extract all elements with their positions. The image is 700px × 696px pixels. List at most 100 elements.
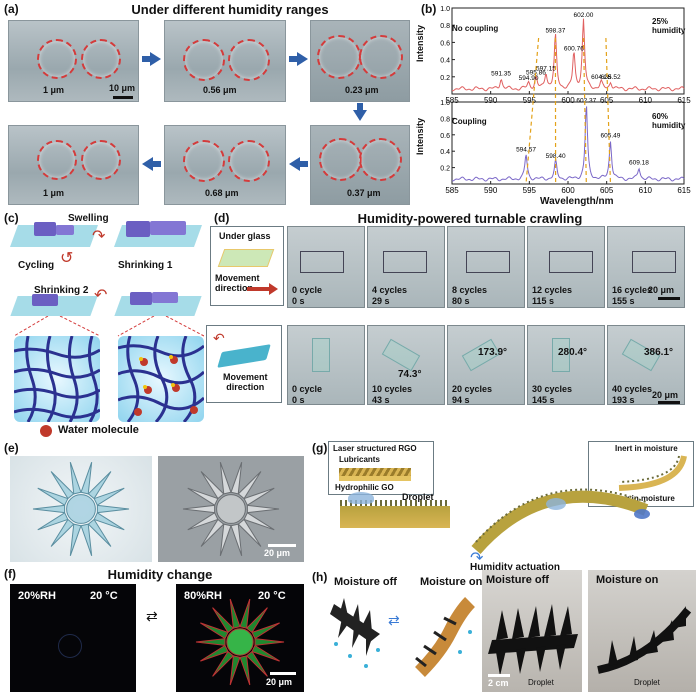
peak-label: 602.00: [574, 12, 594, 19]
time-caption: 43 s: [372, 395, 390, 405]
layer-legend: Laser structured RGO Lubricants Hydrophi…: [328, 441, 434, 495]
x-tick-label: 585: [445, 186, 459, 195]
swelling-label: Swelling: [68, 213, 109, 224]
peak-label: 600.76: [564, 46, 584, 53]
y-axis-label-top: Intensity: [415, 24, 425, 62]
caption: 1 μm: [43, 188, 65, 198]
swap-arrows-icon: ⇄: [388, 612, 400, 628]
x-tick-label: 605: [600, 186, 614, 195]
x-tick-label: 600: [561, 186, 575, 195]
y-axis-label-bottom: Intensity: [415, 117, 425, 155]
top-humidity: 25% humidity: [652, 17, 686, 35]
peak-label: 598.37: [545, 28, 565, 35]
movement-legend: ↶ Movement direction: [206, 325, 282, 403]
y-tick-label: 0.8: [440, 23, 450, 30]
time-caption: 0 s: [292, 395, 305, 405]
curled-spike-sheet: [415, 597, 476, 677]
plot-frame: [451, 101, 685, 185]
petal: [187, 512, 219, 531]
droplet-label: Droplet: [402, 492, 434, 502]
petal: [187, 487, 219, 506]
time-caption: 193 s: [612, 395, 635, 405]
flower-center: [66, 494, 96, 524]
petal: [87, 518, 112, 547]
photo-moisture-on: Moisture on Droplet: [588, 570, 696, 692]
x-tick-label: 615: [677, 96, 691, 105]
petal: [212, 607, 235, 634]
rh-label: 80%RH: [184, 590, 222, 602]
petal: [50, 518, 75, 547]
x-tick-label: 595: [523, 186, 537, 195]
time-caption: 0 s: [292, 296, 305, 306]
curved-arrow-icon: ↶: [94, 287, 108, 304]
cycle-caption: 16 cycles: [612, 285, 653, 295]
petal: [229, 655, 241, 686]
panel-d-title: Humidity-powered turnable crawling: [357, 211, 583, 226]
panel-f-title: Humidity change: [107, 567, 213, 582]
x-tick-label: 590: [484, 96, 498, 105]
petal: [219, 462, 232, 495]
petal: [254, 638, 285, 646]
droplet-label: Droplet: [528, 678, 554, 687]
flower-sem-image: 20 μm: [158, 456, 304, 562]
petal: [69, 462, 82, 495]
network-wet: [118, 336, 204, 422]
angle-label: 74.3°: [398, 369, 422, 380]
moisture-on-label: Moisture on: [420, 576, 483, 588]
caption: 0.68 μm: [205, 188, 239, 198]
petal: [212, 650, 235, 677]
under-glass-label: Under glass: [219, 231, 271, 241]
rgo-label: Laser structured RGO: [333, 444, 417, 453]
y-tick-label: 0.2: [440, 75, 450, 82]
petal: [219, 523, 232, 556]
petal: [243, 487, 275, 506]
water-molecule-legend: Water molecule: [58, 424, 139, 436]
flat-actuator: [340, 492, 450, 528]
cycle-caption: 8 cycles: [452, 285, 488, 295]
bottom-humidity: 60% humidity: [652, 112, 686, 130]
curved-arrow-icon: ↺: [60, 250, 74, 267]
x-tick-label: 595: [523, 96, 537, 105]
cycle-caption: 40 cycles: [612, 384, 653, 394]
flower-optical-image: [10, 456, 152, 562]
petal: [237, 518, 262, 547]
time-caption: 155 s: [612, 296, 635, 306]
petal: [251, 622, 280, 640]
cycle-caption: 4 cycles: [372, 285, 408, 295]
scale-label: 20 μm: [652, 390, 679, 400]
photo-moisture-off: Moisture off 2 cm Droplet: [482, 570, 582, 692]
petal: [245, 650, 268, 677]
petal: [245, 607, 268, 634]
petal: [229, 598, 241, 629]
scale-label: 10 μm: [109, 83, 136, 93]
micrograph-1: 1 μm 10 μm: [8, 20, 139, 102]
caption: 0.23 μm: [345, 85, 379, 95]
time-caption: 115 s: [532, 296, 555, 306]
petal: [93, 512, 125, 531]
petal: [237, 471, 262, 500]
petal: [200, 622, 229, 640]
petal: [195, 638, 226, 646]
peak-label: 605.49: [601, 133, 621, 140]
petal: [50, 471, 75, 500]
petal: [243, 512, 275, 531]
petal: [200, 518, 225, 547]
shrinking2-label: Shrinking 2: [34, 285, 89, 296]
x-tick-label: 605: [600, 96, 614, 105]
curled-actuator: [471, 488, 650, 554]
panel-c-label: (c): [4, 211, 19, 225]
peak-connector: [605, 37, 612, 185]
moisture-off-label: Moisture off: [486, 574, 549, 586]
scale-label: 20 μm: [266, 677, 293, 687]
angle-label: 386.1°: [644, 347, 674, 358]
moisture-on-label: Moisture on: [596, 574, 659, 586]
curved-arrow-icon: ↷: [92, 228, 106, 245]
petal: [182, 504, 216, 514]
panel-a-title: Under different humidity ranges: [131, 2, 329, 17]
peak-label: 598.40: [546, 153, 566, 160]
